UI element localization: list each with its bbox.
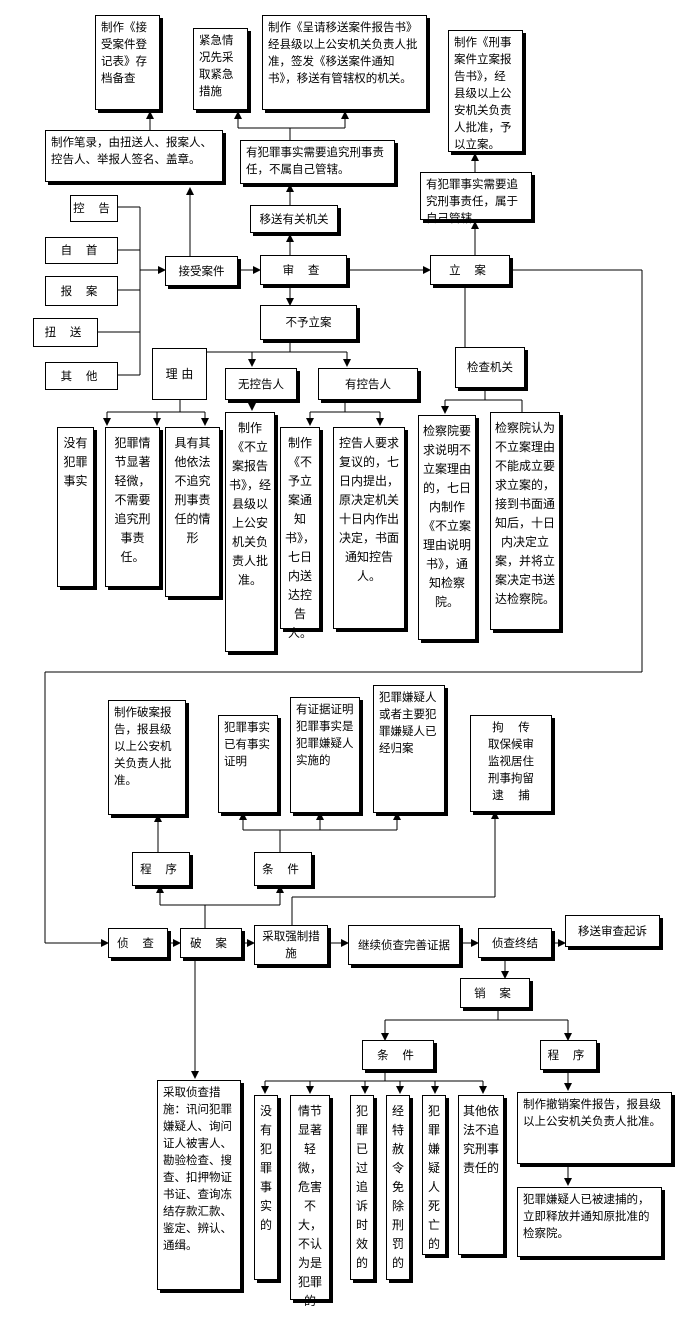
procedure-label: 程 序 (132, 852, 190, 886)
cancel-report: 制作撤销案件报告，报县级以上公安机关负责人批准。 (517, 1092, 672, 1164)
not-file-report: 制作《不立案报告书》，经县级以上公安机关负责人批准。 (225, 412, 275, 652)
continue-investigation: 继续侦查完善证据 (348, 925, 460, 965)
reason-other-legal: 具有其他依法不追究刑事责任的情形 (165, 427, 220, 597)
investigation-measures: 采取侦查措施：讯问犯罪嫌疑人、询问证人被害人、勘验检查、搜查、扣押物证书证、查询… (157, 1080, 241, 1290)
complainant-reconsideration: 控告人要求复议的，七日内提出，原决定机关十日内作出决定，书面通知控告人。 (333, 427, 405, 629)
cancel-conditions: 条 件 (362, 1040, 434, 1070)
solve-case-report: 制作破案报告，报县级以上公安机关负责人批准。 (108, 700, 186, 815)
cancel-procedure: 程 序 (540, 1040, 597, 1070)
take-coercive-measures: 采取强制措施 (254, 925, 328, 965)
cancel-no-crime-fact: 没有犯罪事实的 (254, 1095, 278, 1280)
reason-no-crime-fact: 没有犯罪事实 (57, 427, 94, 587)
source-surrender: 自 首 (45, 237, 118, 264)
cancel-pardoned: 经特赦令免除刑罚的 (386, 1095, 410, 1280)
case-register-form: 制作《接受案件登记表》存档备查 (95, 15, 160, 110)
crime-not-our-jurisdiction: 有犯罪事实需要追究刑事责任，不属自己管辖。 (240, 140, 395, 184)
solve-case: 破 案 (180, 928, 242, 958)
cond-evidence-suspect: 有证据证明犯罪事实是犯罪嫌疑人实施的 (290, 697, 360, 813)
procuratorate-demand-filing: 检察院认为不立案理由不能成立要求立案的，接到书面通知后，十日内决定立案，并将立案… (490, 412, 560, 630)
transfer-to-agency: 移送有关机关 (250, 205, 338, 233)
record-signing: 制作笔录，由扭送人、报案人、控告人、举报人签名、盖章。 (45, 130, 223, 182)
cancel-minor-harm: 情节显著轻微，危害不大，不认为是犯罪的 (290, 1095, 330, 1308)
procuratorate-request-explanation: 检察院要求说明不立案理由的，七日内制作《不立案理由说明书》，通知检察院。 (418, 415, 476, 640)
file-case: 立 案 (430, 255, 510, 285)
source-other: 其 他 (45, 362, 118, 390)
cancel-case: 销 案 (460, 978, 530, 1008)
procuratorate-label: 检查机关 (455, 347, 525, 388)
coercive-measures-list: 拘 传 取保候审 监视居住 刑事拘留 逮 捕 (470, 715, 552, 812)
accept-case: 接受案件 (165, 256, 238, 286)
cond-fact-proven: 犯罪事实已有事实证明 (218, 715, 278, 813)
cancel-other-legal: 其他依法不追究刑事责任的 (458, 1095, 504, 1255)
transfer-for-prosecution: 移送审查起诉 (565, 915, 660, 947)
cancel-suspect-dead: 犯罪嫌疑人死亡的 (422, 1095, 446, 1255)
release-and-notify: 犯罪嫌疑人已被逮捕的，立即释放并通知原批准的检察院。 (517, 1187, 662, 1257)
cond-suspect-arrested: 犯罪嫌疑人或者主要犯罪嫌疑人已经归案 (373, 685, 445, 813)
transfer-report: 制作《呈请移送案件报告书》经县级以上公安机关负责人批准，签发《移送案件通知书》，… (262, 15, 427, 110)
investigation-complete: 侦查终结 (478, 928, 552, 958)
reason-label: 理 由 (152, 348, 207, 400)
not-file-case: 不予立案 (260, 305, 357, 340)
investigate: 侦 查 (108, 928, 168, 958)
reason-minor-circumstances: 犯罪情节显著轻微，不需要追究刑事责任。 (105, 427, 160, 587)
not-file-notice: 制作《不予立案通知书》，七日内送达控告人。 (280, 427, 320, 640)
emergency-measures: 紧急情况先采取紧急措施 (193, 28, 248, 110)
review: 审 查 (260, 255, 347, 285)
no-complainant: 无控告人 (225, 368, 297, 400)
source-report: 报 案 (45, 276, 118, 306)
cancel-statute-expired: 犯罪已过追诉时效的 (350, 1095, 374, 1280)
has-complainant: 有控告人 (318, 368, 418, 400)
filing-report: 制作《刑事案件立案报告书》，经县级以上公安机关负责人批准，予以立案。 (448, 30, 523, 152)
source-escort: 扭 送 (33, 318, 98, 347)
crime-our-jurisdiction: 有犯罪事实需要追究刑事责任，属于自己管辖。 (420, 172, 532, 225)
conditions-label: 条 件 (254, 852, 312, 886)
source-accuse: 控 告 (70, 195, 118, 222)
